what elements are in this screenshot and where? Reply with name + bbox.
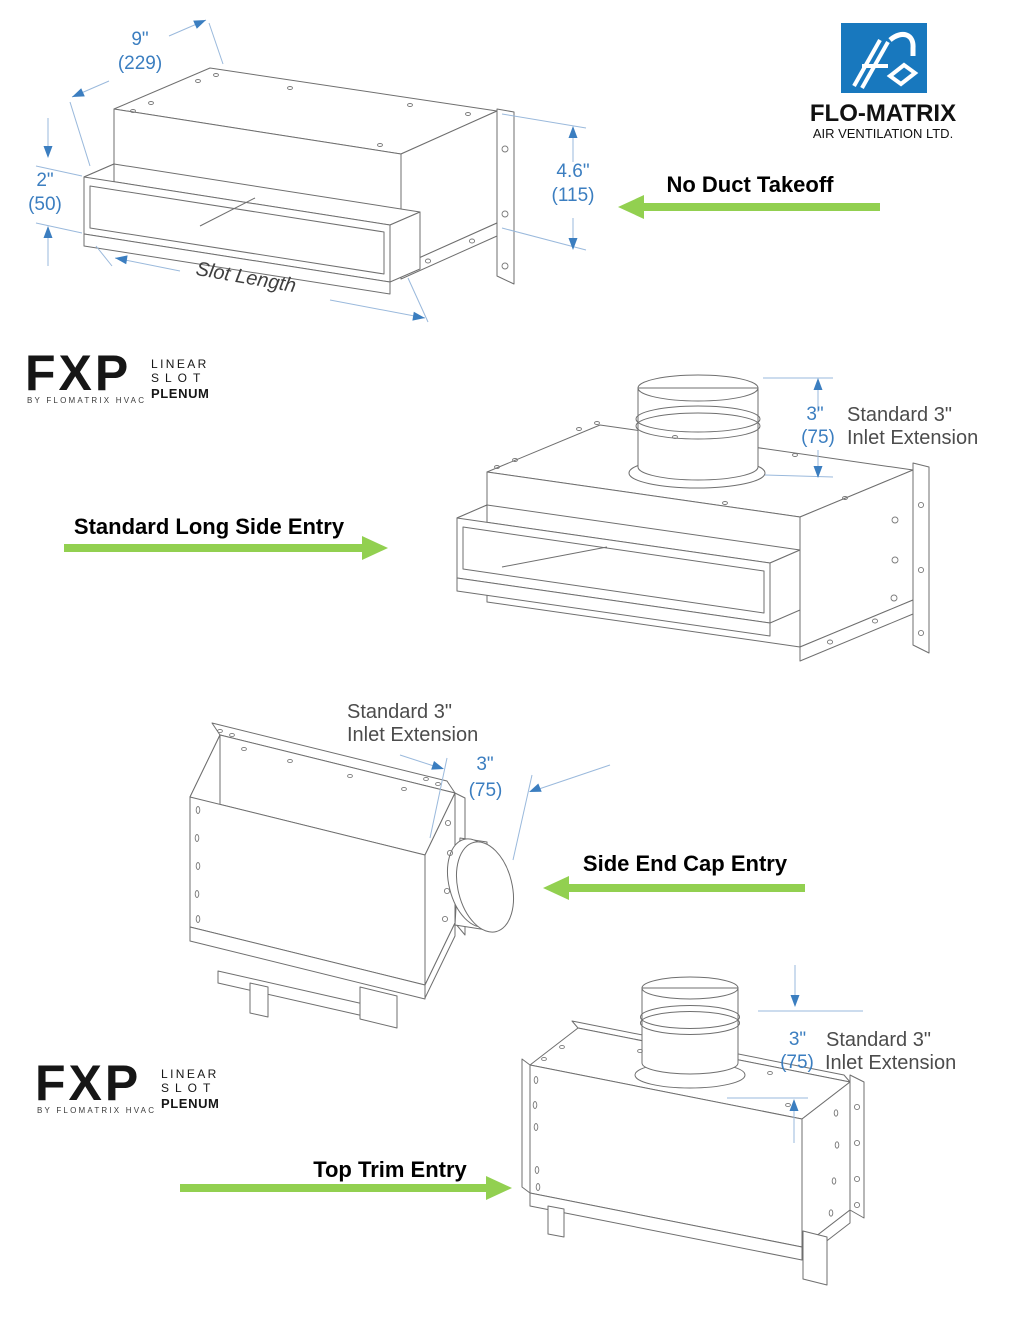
dimension-lines [727,965,863,1143]
fxp-acronym: FXP [25,345,132,401]
dim-plenum-height-mm: (115) [551,185,595,206]
entry-label-standard-long-side: Standard Long Side Entry [73,514,345,539]
flomatrix-name: FLO-MATRIX [809,100,957,127]
dim-inlet-inches-4: 3" [788,1029,807,1050]
dim-slot-height-inches: 2" [36,170,54,191]
dim-plenum-height-inches: 4.6" [556,161,590,182]
green-arrow-left-icon [618,195,880,219]
fxp-byline: BY FLOMATRIX HVAC [27,396,147,405]
fxp-byline: BY FLOMATRIX HVAC [37,1106,157,1115]
green-arrow-left-icon [543,876,805,900]
flomatrix-logo-icon [841,23,927,93]
screw-holes [494,421,925,645]
fxp-logo: FXP BY FLOMATRIX HVAC LINEAR SLOT PLENUM [25,348,240,411]
plenum-drawing-long-side-entry [456,374,930,662]
green-arrow-right-icon [64,536,388,560]
screw-holes [532,1044,861,1217]
dim-inlet-inches-3: 3" [476,754,494,775]
dimension-lines [399,754,611,861]
fxp-line-plenum: PLENUM [161,1095,220,1111]
dimension-lines [763,377,834,478]
dimension-lines [35,19,587,323]
fxp-logo: FXP BY FLOMATRIX HVAC LINEAR SLOT PLENUM [35,1058,250,1121]
entry-label-top-trim: Top Trim Entry [313,1157,467,1182]
dim-inlet-mm-2: (75) [801,427,835,448]
inlet-note-line2-3: Inlet Extension [347,724,479,746]
entry-label-side-end-cap: Side End Cap Entry [582,851,788,876]
dim-slot-height-mm: (50) [28,194,62,215]
inlet-note-line2-2: Inlet Extension [847,427,979,449]
fxp-acronym: FXP [35,1055,142,1111]
dim-inlet-mm-3: (75) [468,780,503,801]
screw-holes [194,728,454,923]
dim-depth-inches: 9" [131,29,149,50]
plenum-drawing-no-duct-takeoff [35,19,587,323]
inlet-note-line1-4: Standard 3" [826,1029,931,1051]
fxp-line-plenum: PLENUM [151,385,210,401]
fxp-line-linear: LINEAR [161,1067,219,1081]
dim-inlet-inches-2: 3" [806,404,824,425]
plenum-drawing-side-end-cap [189,722,611,1029]
dim-inlet-mm-4: (75) [780,1052,814,1073]
screw-holes [130,73,509,270]
inlet-note-line2-4: Inlet Extension [825,1052,957,1074]
fxp-line-linear: LINEAR [151,357,209,371]
flomatrix-tagline: AIR VENTILATION LTD. [812,126,954,141]
green-arrow-right-icon [180,1176,512,1200]
inlet-note-line1-3: Standard 3" [347,701,452,723]
dim-depth-mm: (229) [117,53,163,74]
entry-label-no-duct-takeoff: No Duct Takeoff [666,172,834,197]
inlet-note-line1-2: Standard 3" [847,404,952,426]
fxp-line-slot: SLOT [151,371,207,386]
fxp-line-slot: SLOT [161,1081,217,1096]
plenum-drawing-top-trim [521,965,865,1286]
